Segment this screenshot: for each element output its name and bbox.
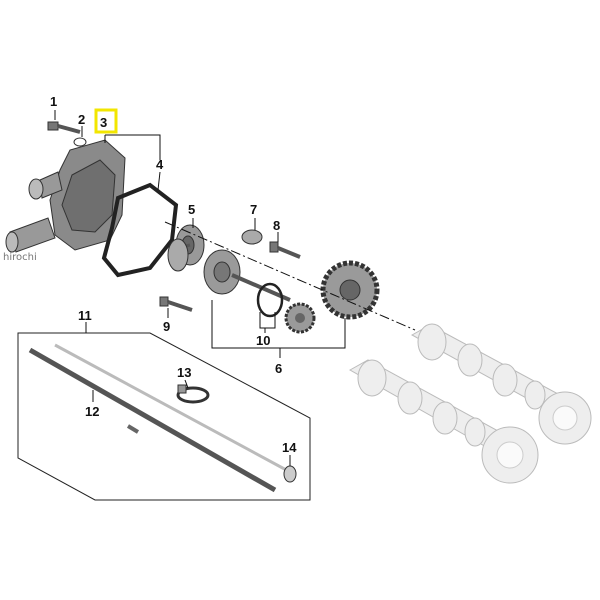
callout-9: 9	[163, 319, 170, 334]
rod	[28, 347, 277, 493]
callout-1: 1	[50, 94, 57, 109]
bolt	[159, 296, 193, 312]
callout-11: 11	[78, 308, 92, 323]
callout-12: 12	[85, 404, 99, 419]
bolt	[269, 241, 301, 259]
callout-2: 2	[78, 112, 85, 127]
o-ring	[256, 282, 284, 318]
impeller	[167, 224, 205, 272]
kit-box-outline	[17, 332, 311, 501]
drive-gear-large	[320, 260, 380, 320]
callout-8: 8	[273, 218, 280, 233]
leader-lines	[54, 110, 346, 466]
callout-5: 5	[188, 202, 195, 217]
callout-6: 6	[275, 361, 282, 376]
end-fitting	[283, 465, 297, 483]
washer	[241, 229, 263, 245]
water-pump-housing	[5, 139, 126, 253]
callout-13: 13	[177, 365, 191, 380]
callout-4: 4	[156, 157, 164, 172]
callout-14: 14	[282, 440, 297, 455]
drive-gear-small	[284, 302, 316, 334]
bolt	[47, 121, 81, 134]
hose-clamp	[176, 384, 210, 404]
assembly-axis	[164, 221, 416, 331]
seal-ring	[73, 137, 87, 147]
watermark: hirochi	[3, 252, 37, 263]
pin	[126, 424, 140, 434]
pump-shaft-assembly	[203, 249, 291, 302]
callout-7: 7	[250, 202, 257, 217]
rod-light	[54, 343, 291, 474]
callout-10: 10	[256, 333, 270, 348]
highlight-box	[94, 108, 118, 134]
callout-3[interactable]: 3	[100, 115, 107, 130]
gasket	[101, 182, 179, 278]
camshaft-assembly-ghost	[348, 323, 592, 484]
